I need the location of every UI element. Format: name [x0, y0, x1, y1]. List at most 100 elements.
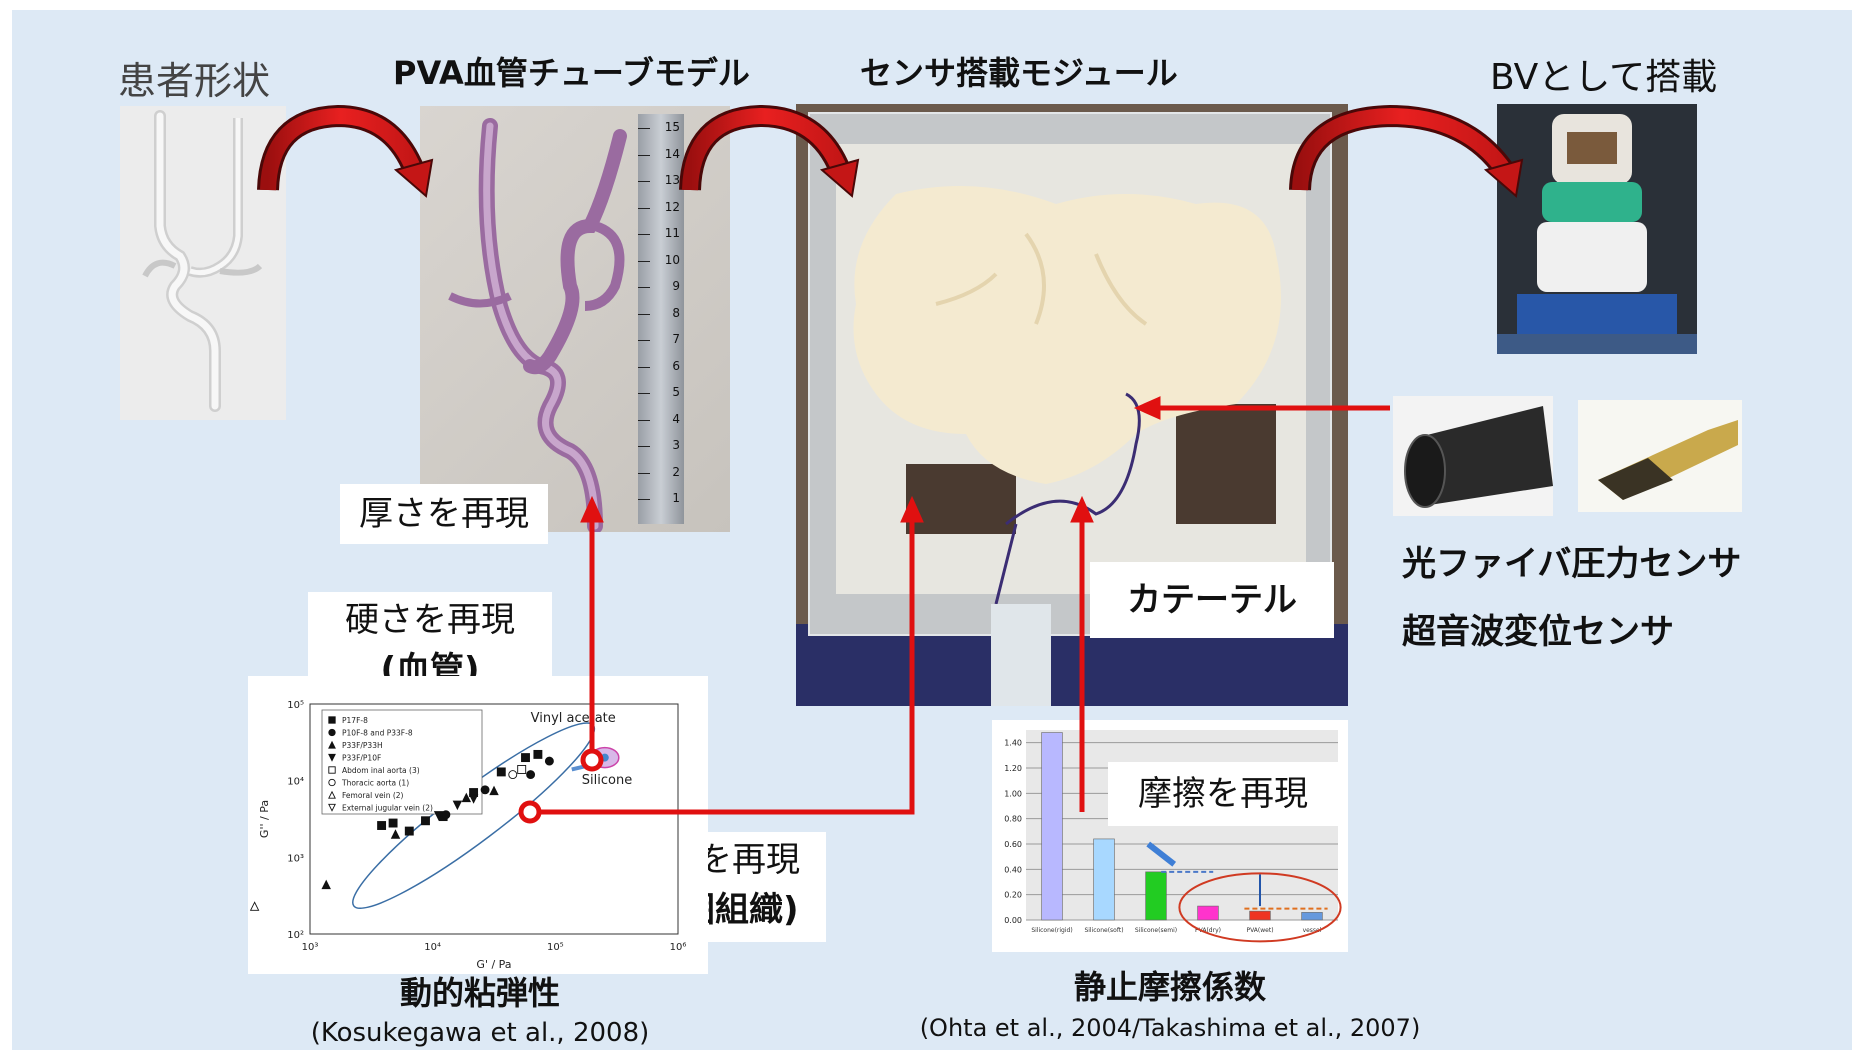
data-point [328, 766, 336, 774]
heading-pva-model: PVA血管チューブモデル [393, 54, 750, 92]
bv-device-photo [1497, 104, 1697, 354]
ruler-tick-label: 6 [672, 358, 680, 373]
label-ultrasonic-sensor: 超音波変位センサ [1402, 612, 1674, 652]
x-tick-label: Silicone(soft) [1084, 927, 1123, 934]
label-reproduce-hardness: 硬さを再現 [345, 600, 515, 640]
ruler-tick-label: 3 [672, 438, 680, 452]
data-point [521, 753, 530, 763]
heading-sensor-module: センサ搭載モジュール [860, 54, 1178, 92]
legend-entry: Femoral vein (2) [342, 791, 404, 800]
sensor-module-photo [796, 104, 1348, 706]
data-point [421, 816, 430, 826]
pointer-arrow [571, 761, 598, 772]
data-point [468, 794, 479, 804]
label-reproduce-friction: 摩擦を再現 [1108, 762, 1338, 826]
label-fiber-sensor: 光ファイバ圧力センサ [1402, 544, 1742, 584]
caption-viscoelasticity-title: 動的粘弾性 [399, 974, 560, 1012]
x-tick-label: 10⁵ [547, 942, 564, 953]
ruler-tick-label: 1 [672, 491, 680, 505]
ruler-tick-label: 4 [672, 411, 680, 426]
x-tick-label: PVA(dry) [1195, 927, 1221, 934]
x-tick-label: PVA(wet) [1246, 927, 1273, 934]
data-point [480, 785, 490, 795]
data-point [249, 901, 260, 911]
data-point [328, 778, 336, 787]
data-point [461, 792, 472, 803]
data-point [328, 803, 336, 812]
legend-entry: P17F-8 [342, 716, 368, 725]
bar [1093, 838, 1115, 921]
ruler-tick-label: 11 [664, 226, 680, 240]
legend-entry: Abdom inal aorta (3) [342, 766, 420, 775]
data-point [328, 728, 336, 737]
y-tick-label: 1.40 [1004, 739, 1022, 748]
y-tick-label: 0.80 [1004, 815, 1022, 824]
label-reproduce-thickness: 厚さを再現 [340, 484, 548, 544]
data-point [328, 753, 336, 762]
ruler-tick-label: 5 [672, 385, 680, 399]
legend-entry: P10F-8 and P33F-8 [342, 729, 413, 738]
heading-patient-shape: 患者形状 [118, 59, 271, 103]
y-axis-label: G'' / Pa [258, 800, 271, 838]
data-point [452, 800, 463, 811]
data-point [489, 785, 499, 796]
data-point [390, 829, 401, 839]
bar [1301, 912, 1323, 921]
legend-entry: P33F/P33H [342, 741, 383, 750]
silicone-point [600, 753, 609, 762]
legend-entry: P33F/P10F [342, 754, 381, 763]
bar [1197, 905, 1219, 921]
ruler-tick-label: 7 [672, 332, 680, 346]
data-point [328, 740, 336, 749]
data-point [441, 810, 451, 820]
ruler-tick-label: 8 [672, 305, 680, 320]
bar [1145, 871, 1167, 921]
x-tick-label: 10⁶ [670, 942, 687, 953]
heading-mounted-bv: BVとして搭載 [1490, 57, 1718, 98]
data-point [526, 770, 536, 780]
y-tick-label: 0.20 [1004, 891, 1022, 900]
x-tick-label: 10³ [302, 942, 319, 953]
ruler-tick-label: 2 [672, 464, 680, 479]
y-tick-label: 1.00 [1004, 789, 1022, 798]
ruler-tick-label: 13 [664, 173, 680, 187]
pointer-arrow [1146, 841, 1177, 867]
data-point [433, 811, 444, 821]
y-tick-label: 10⁵ [287, 700, 304, 711]
y-tick-label: 0.40 [1004, 865, 1022, 874]
ruler-tick-label: 9 [672, 279, 680, 293]
caption-friction-ref: (Ohta et al., 2004/Takashima et al., 200… [919, 1014, 1421, 1042]
x-tick-label: Silicone(rigid) [1031, 927, 1072, 934]
annotation-vinyl-acetate: Vinyl acetate [531, 711, 616, 726]
x-tick-label: Silicone(semi) [1135, 927, 1177, 934]
data-point [496, 767, 506, 777]
annotation-silicone: Silicone [582, 773, 632, 788]
data-point [533, 749, 543, 759]
data-point [321, 879, 331, 890]
ruler-tick-label: 10 [664, 252, 680, 267]
x-tick-label: 10⁴ [424, 942, 441, 953]
y-tick-label: 10³ [287, 853, 304, 864]
ultrasonic-sensor-photo [1578, 400, 1742, 512]
caption-friction-title: 静止摩擦係数 [1073, 968, 1266, 1006]
data-point [508, 770, 518, 780]
data-point [544, 756, 554, 766]
x-tick-label: vessel [1303, 927, 1322, 934]
data-point [404, 826, 414, 836]
x-axis-label: G' / Pa [476, 958, 511, 971]
data-point [388, 818, 398, 828]
ruler-tick-label: 14 [664, 146, 680, 161]
data-point [517, 765, 527, 774]
fiber-sensor-photo [1393, 396, 1553, 516]
patient-vessel-image [120, 106, 286, 420]
y-tick-label: 10⁴ [287, 777, 304, 788]
y-tick-label: 0.00 [1004, 916, 1022, 925]
y-tick-label: 1.20 [1004, 764, 1022, 773]
ruler-tick-label: 15 [664, 120, 680, 134]
bar [1041, 732, 1063, 921]
